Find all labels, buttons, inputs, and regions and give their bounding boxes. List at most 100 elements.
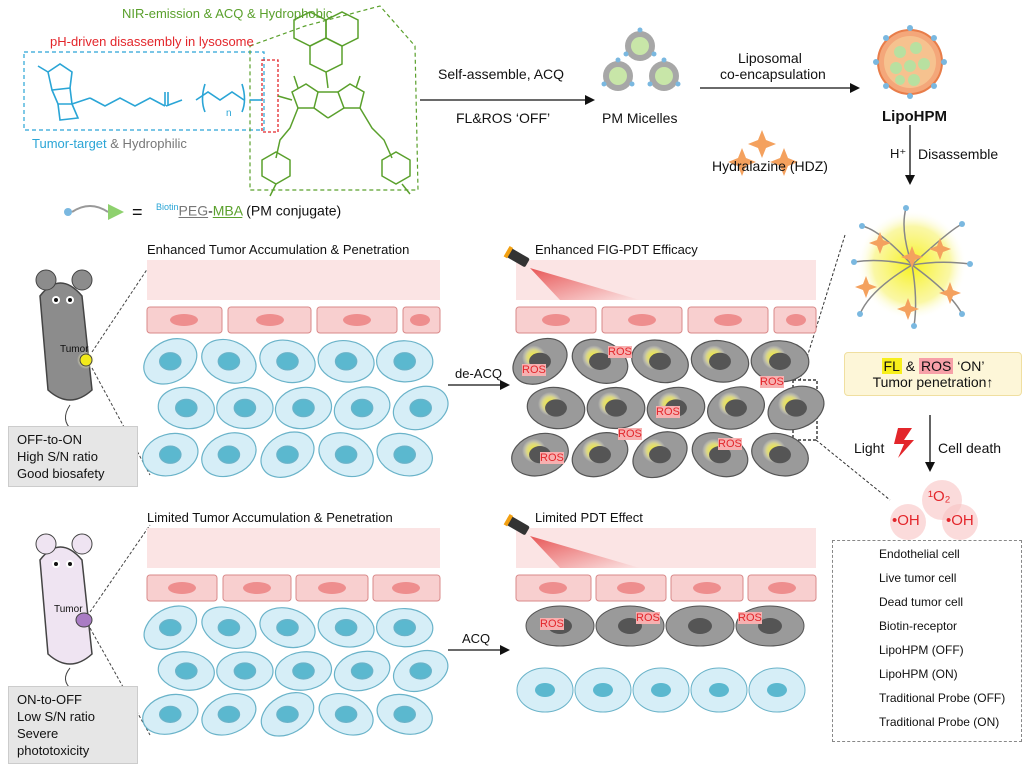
nucleus xyxy=(276,705,299,723)
singlet-oxygen-label: ¹O₂ xyxy=(928,488,951,505)
nucleus xyxy=(334,705,358,723)
legend-live-cell: Live tumor cell xyxy=(879,571,957,585)
nucleus xyxy=(217,352,241,371)
ros-label: ROS xyxy=(618,428,642,440)
disassemble-label: Disassemble xyxy=(918,146,999,162)
nucleus xyxy=(159,445,182,464)
ros-label: ROS xyxy=(608,346,632,358)
nucleus xyxy=(725,399,747,417)
legend-probe-off: Traditional Probe (OFF) xyxy=(879,691,1006,705)
de-acq-label: de-ACQ xyxy=(455,366,502,381)
upper-right-title: Enhanced FIG-PDT Efficacy xyxy=(535,242,698,257)
lipohpm-particle xyxy=(873,25,947,99)
nucleus xyxy=(159,352,182,371)
cell-death-label: Cell death xyxy=(938,440,1002,456)
nucleus xyxy=(175,398,198,418)
hydrophilic-box xyxy=(23,51,265,131)
flashlight-icon-upper xyxy=(503,245,530,267)
chem-n-label: n xyxy=(226,108,232,119)
biotin-structure xyxy=(37,63,262,121)
pm-micelles-group xyxy=(601,27,681,91)
ros-label: ROS xyxy=(760,376,784,388)
lower-left-title: Limited Tumor Accumulation & Penetration xyxy=(147,510,393,525)
hydroxyl-label-1: •OH xyxy=(892,512,920,529)
legend: Endothelial cell Live tumor cell Dead tu… xyxy=(832,540,1022,742)
legend-endothelial: Endothelial cell xyxy=(879,547,960,561)
nucleus xyxy=(159,705,182,723)
legend-lipohpm-off: LipoHPM (OFF) xyxy=(879,643,964,657)
tumor-label-upper: Tumor xyxy=(60,344,89,355)
nucleus xyxy=(409,662,432,680)
panel-upper-right xyxy=(511,260,825,479)
panel-lower-right xyxy=(515,528,817,713)
nucleus xyxy=(217,705,241,723)
nucleus xyxy=(589,446,611,464)
nucleus xyxy=(709,446,731,464)
nucleus xyxy=(276,619,299,637)
hydrophobic-box xyxy=(249,5,419,191)
hydralazine-stars xyxy=(728,130,798,176)
self-assemble-label: Self-assemble, ACQ xyxy=(438,66,565,82)
nucleus xyxy=(233,662,257,680)
hydralazine-label: Hydralazine (HDZ) xyxy=(712,158,828,174)
flashlight-icon-lower xyxy=(503,513,530,535)
legend-probe-on: Traditional Probe (ON) xyxy=(879,715,1000,729)
nucleus xyxy=(233,398,257,418)
nucleus xyxy=(393,619,416,637)
lipohpm-label: LipoHPM xyxy=(882,108,947,125)
nucleus xyxy=(217,445,241,464)
nucleus xyxy=(769,352,791,370)
lower-right-title: Limited PDT Effect xyxy=(535,510,643,525)
nucleus xyxy=(276,445,299,464)
ros-label: ROS xyxy=(636,612,660,624)
panel-upper-left xyxy=(142,260,449,478)
nucleus xyxy=(409,398,432,418)
nucleus xyxy=(393,705,416,723)
ros-label: ROS xyxy=(656,406,680,418)
nucleus xyxy=(605,399,627,417)
ros-label: ROS xyxy=(718,438,742,450)
nucleus xyxy=(785,399,807,417)
nucleus xyxy=(350,662,374,680)
hydroxyl-label-2: •OH xyxy=(946,512,974,529)
nucleus xyxy=(276,352,299,371)
fl-ros-off-label: FL&ROS ‘OFF’ xyxy=(456,110,551,126)
nucleus xyxy=(649,352,671,370)
nucleus xyxy=(334,445,358,464)
ros-label: ROS xyxy=(738,612,762,624)
legend-dead-cell: Dead tumor cell xyxy=(879,595,964,609)
upper-left-title: Enhanced Tumor Accumulation & Penetratio… xyxy=(147,242,410,257)
nucleus xyxy=(393,445,416,464)
ros-label: ROS xyxy=(540,452,564,464)
nucleus xyxy=(334,352,358,371)
conjugate-equals: = xyxy=(132,202,143,222)
nucleus xyxy=(769,446,791,464)
pm-micelles-label: PM Micelles xyxy=(602,110,678,126)
nucleus xyxy=(709,352,731,370)
mouse-lower xyxy=(35,533,93,691)
nucleus xyxy=(589,352,611,370)
tumor-label-lower: Tumor xyxy=(54,604,83,615)
ros-label: ROS xyxy=(540,618,564,630)
pm-conjugate-icon xyxy=(64,204,124,220)
co-encapsulation-label: co-encapsulation xyxy=(720,66,826,82)
mouse-upper xyxy=(35,269,95,431)
nucleus xyxy=(393,352,416,371)
h-plus-label: H⁺ xyxy=(890,146,907,161)
nucleus xyxy=(217,619,241,637)
nucleus xyxy=(334,619,358,637)
tumor-target-label: Tumor-target & Hydrophilic xyxy=(32,136,187,151)
legend-lipohpm-on: LipoHPM (ON) xyxy=(879,667,958,681)
ph-label: pH-driven disassembly in lysosome xyxy=(50,34,254,49)
acq-label: ACQ xyxy=(462,631,491,646)
ros-label: ROS xyxy=(522,364,546,376)
diagram-canvas xyxy=(23,5,978,737)
nucleus xyxy=(545,399,567,417)
light-label: Light xyxy=(854,440,885,456)
nir-label: NIR-emission & ACQ & Hydrophobic xyxy=(122,6,333,21)
panel-lower-left xyxy=(142,528,449,737)
liposomal-label: Liposomal xyxy=(738,50,802,66)
nucleus xyxy=(350,398,374,418)
